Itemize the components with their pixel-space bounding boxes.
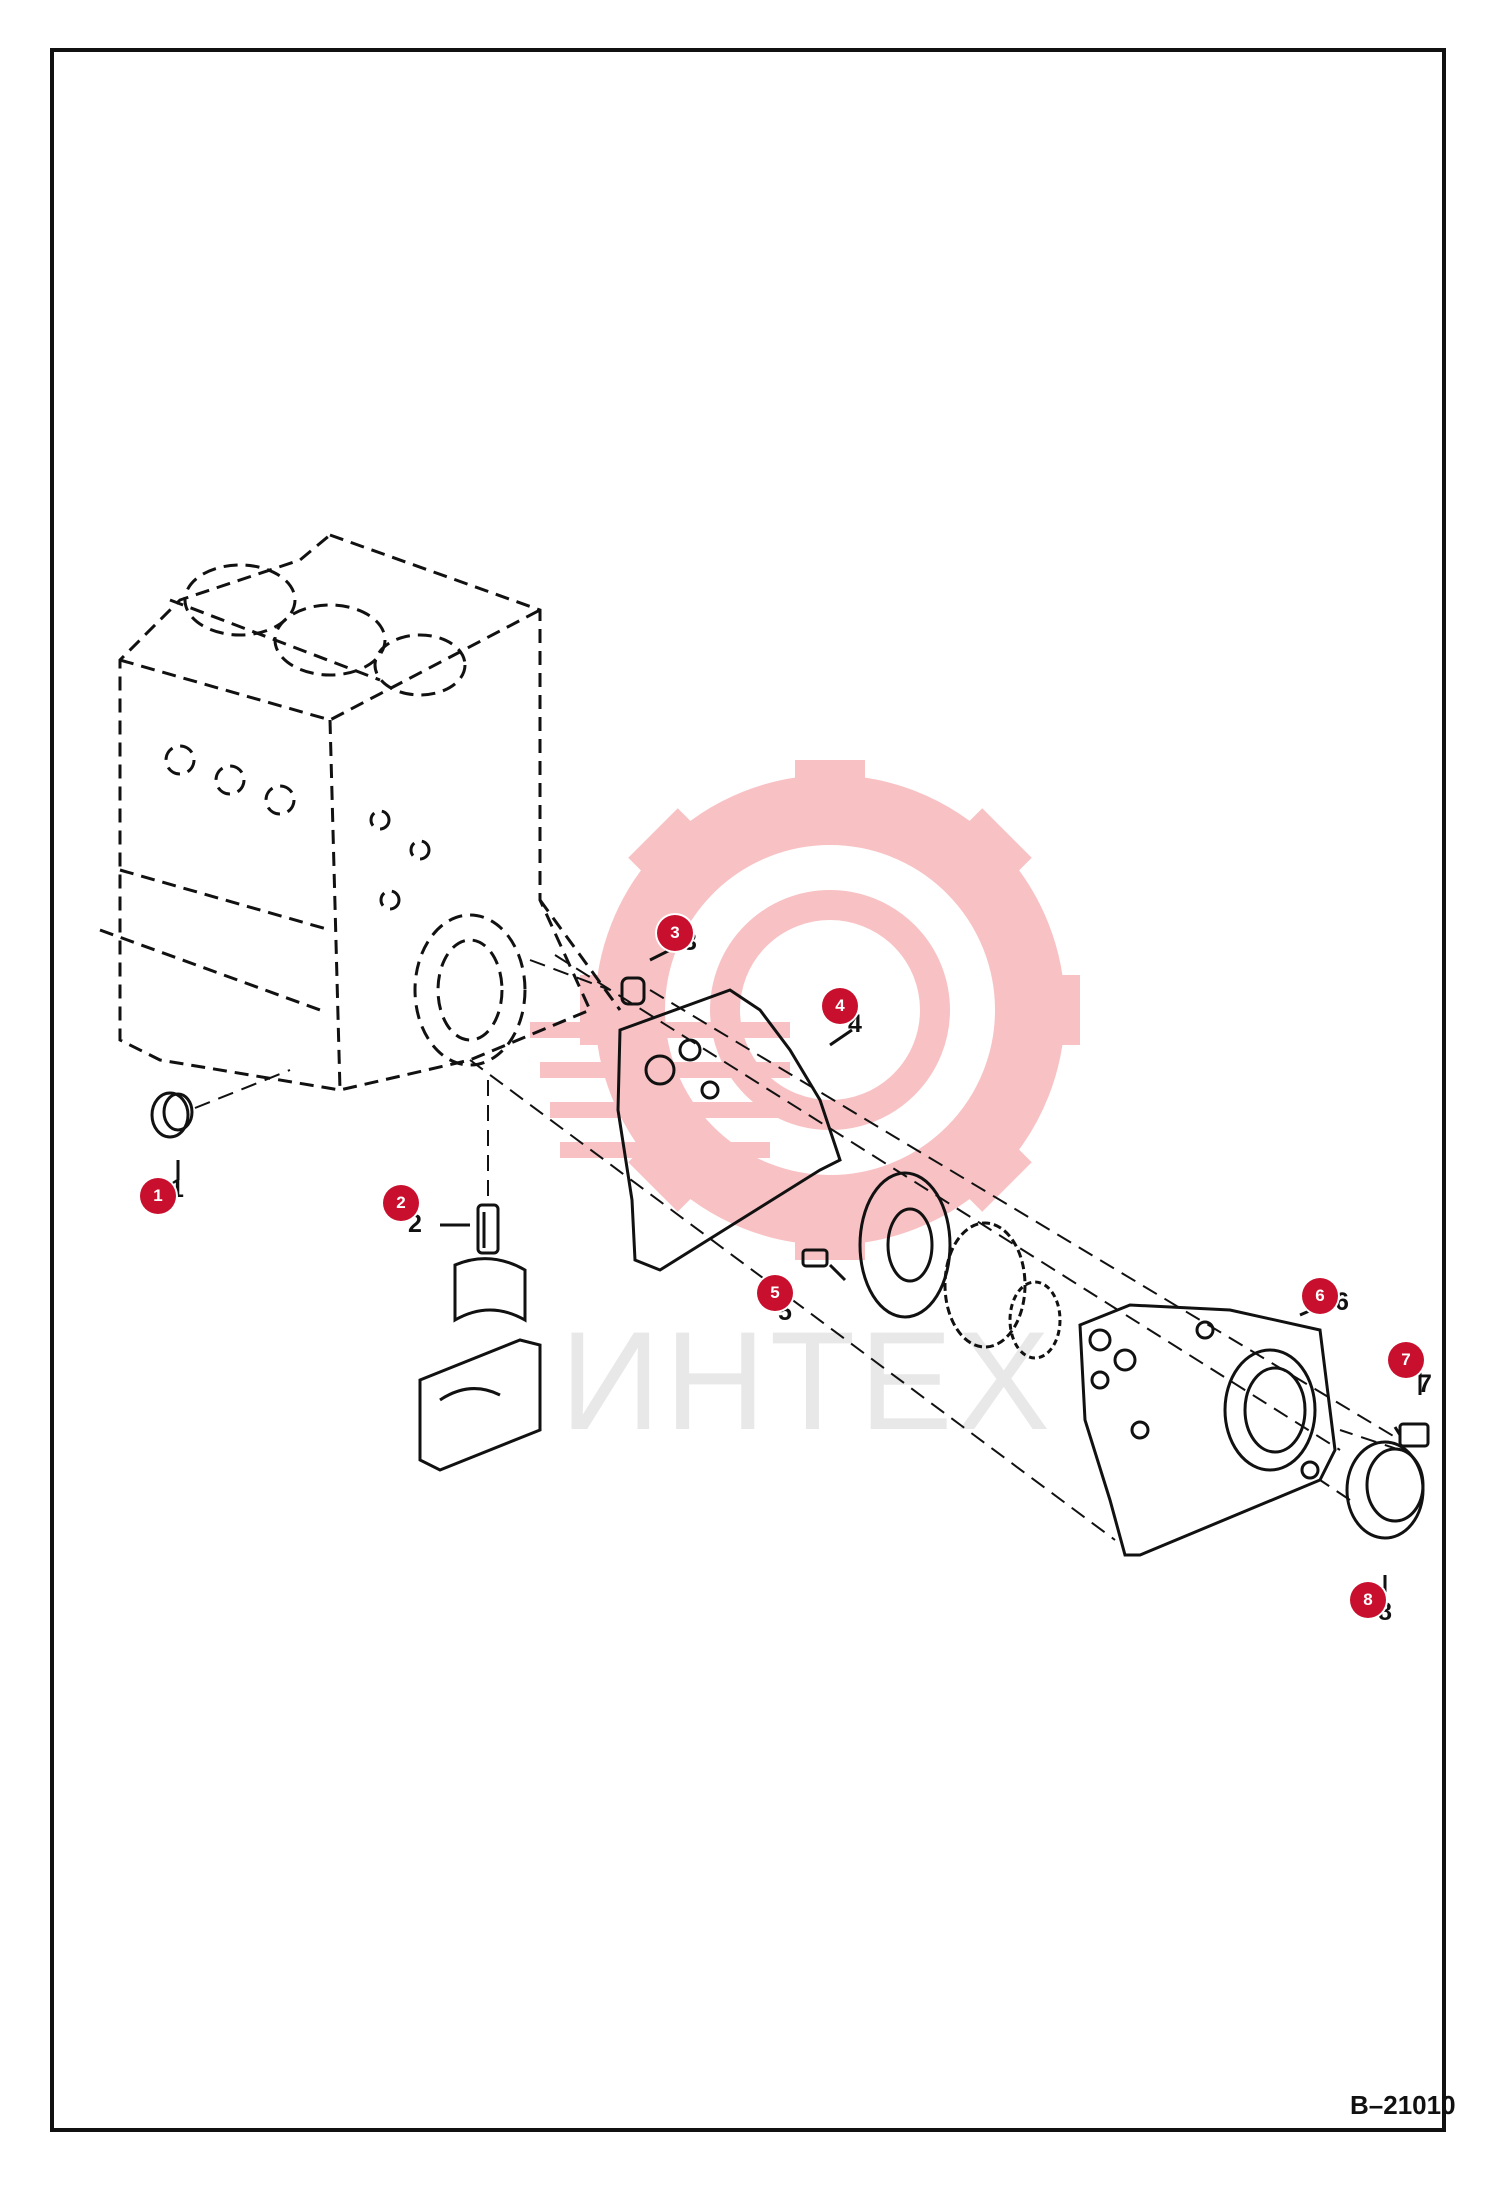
bearing-cap: [418, 1257, 542, 1472]
inner-rotor: [1008, 1280, 1062, 1360]
figure-code: B–21010: [1350, 2090, 1456, 2120]
watermark-text: ИНТЕХ: [560, 1302, 1055, 1459]
drawing-frame: [50, 48, 1446, 2132]
part-3-bushing: [620, 976, 646, 1006]
part-2-bolt: [476, 1203, 500, 1255]
pump-plate: [858, 1171, 952, 1319]
callout-6[interactable]: 6: [1302, 1278, 1338, 1314]
part-4-gasket: [616, 988, 842, 1272]
callout-5[interactable]: 5: [757, 1275, 793, 1311]
engine-block: [99, 533, 622, 1092]
part-6-gear-case: [1078, 1303, 1337, 1557]
callout-7[interactable]: 7: [1388, 1342, 1424, 1378]
callout-8[interactable]: 8: [1350, 1582, 1386, 1618]
part-5-relief-valve: [801, 1248, 847, 1282]
leader-line: [176, 943, 1422, 1598]
assembly-line: [194, 954, 1401, 1541]
ref-number-6: 6: [1335, 1288, 1349, 1316]
outer-rotor: [943, 1221, 1027, 1349]
part-1-seal: [150, 1091, 194, 1139]
ref-number-7: 7: [1418, 1370, 1432, 1398]
callout-3[interactable]: 3: [657, 915, 693, 951]
callout-2[interactable]: 2: [383, 1185, 419, 1221]
part-7-bolt: [1393, 1422, 1430, 1448]
part-8-seal: [1345, 1440, 1425, 1540]
callout-1[interactable]: 1: [140, 1178, 176, 1214]
callout-4[interactable]: 4: [822, 988, 858, 1024]
